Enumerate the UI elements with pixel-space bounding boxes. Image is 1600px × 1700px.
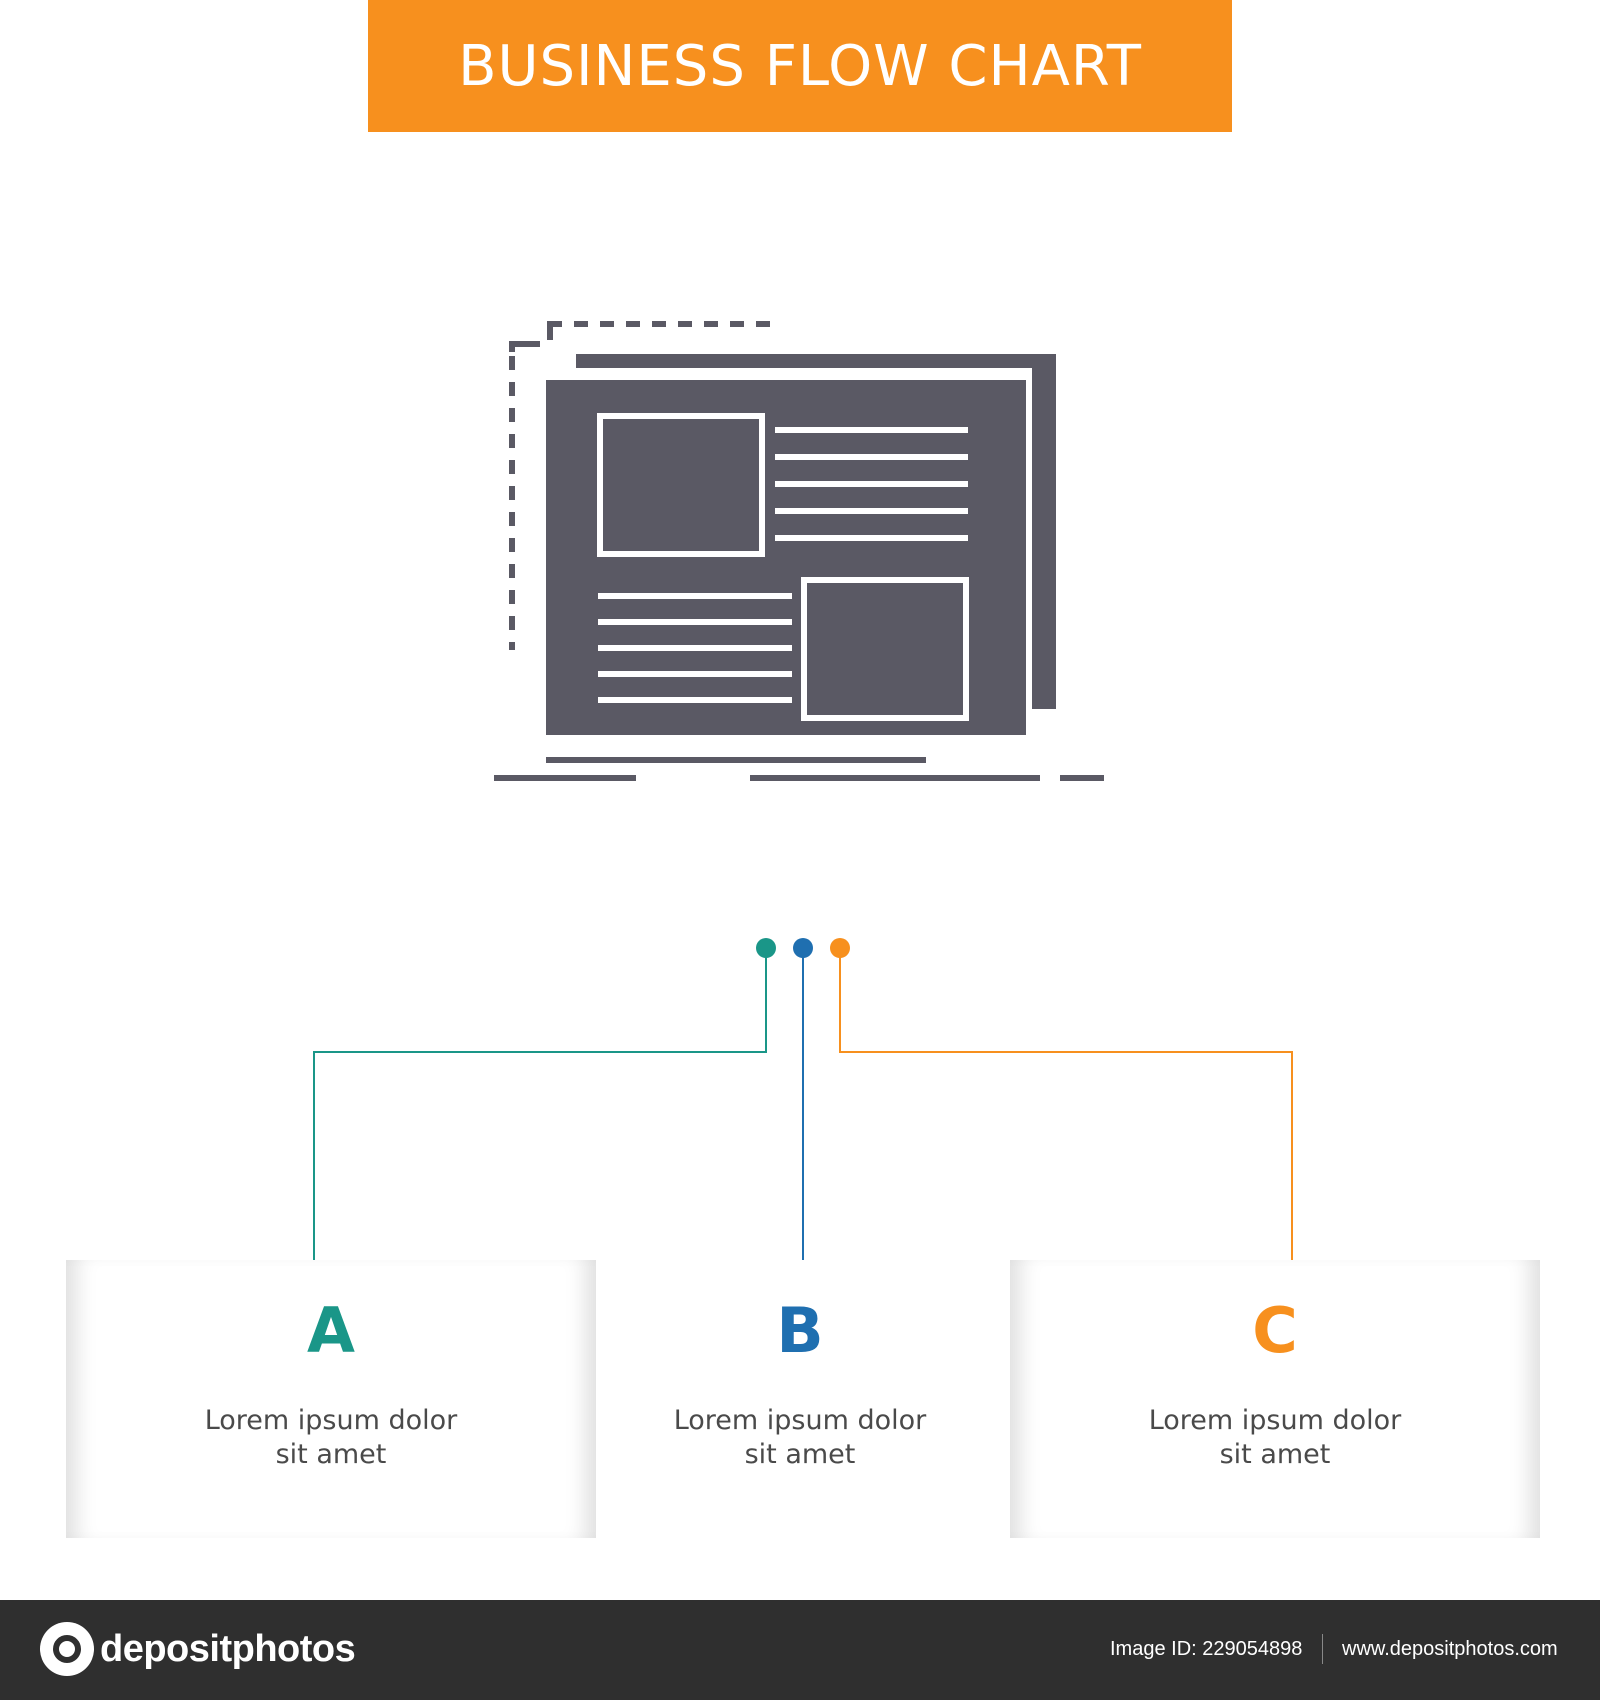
dot-c (830, 938, 850, 958)
title-banner: BUSINESS FLOW CHART (368, 0, 1232, 132)
depositphotos-logo[interactable]: depositphotos (40, 1622, 356, 1676)
connector-a (313, 938, 776, 1276)
step-card-a: A Lorem ipsum dolor sit amet (66, 1260, 596, 1538)
image-id: Image ID: 229054898 (1110, 1638, 1303, 1660)
step-letter-c: C (1252, 1294, 1298, 1367)
step-text-c: Lorem ipsum dolor sit amet (1148, 1405, 1402, 1470)
website-layout-icon-svg (494, 321, 1104, 781)
dot-a (756, 938, 776, 958)
step-text-a: Lorem ipsum dolor sit amet (204, 1405, 458, 1470)
step-letter-b: B (776, 1294, 824, 1367)
step-card-b: B Lorem ipsum dolor sit amet (535, 1260, 1065, 1538)
logo-text: depositphotos (100, 1627, 356, 1670)
footer-url-link[interactable]: www.depositphotos.com (1342, 1638, 1558, 1660)
page-title: BUSINESS FLOW CHART (458, 33, 1142, 99)
step-letter-a: A (307, 1294, 355, 1367)
footer-bar: depositphotos Image ID: 229054898 www.de… (0, 1600, 1600, 1700)
connector-c (830, 938, 1293, 1276)
website-layout-icon (480, 300, 1120, 800)
connector-b (793, 938, 813, 1260)
footer-divider (1322, 1634, 1323, 1664)
step-card-c: C Lorem ipsum dolor sit amet (1010, 1260, 1540, 1538)
step-text-b: Lorem ipsum dolor sit amet (673, 1405, 927, 1470)
dot-b (793, 938, 813, 958)
camera-icon (40, 1622, 94, 1676)
